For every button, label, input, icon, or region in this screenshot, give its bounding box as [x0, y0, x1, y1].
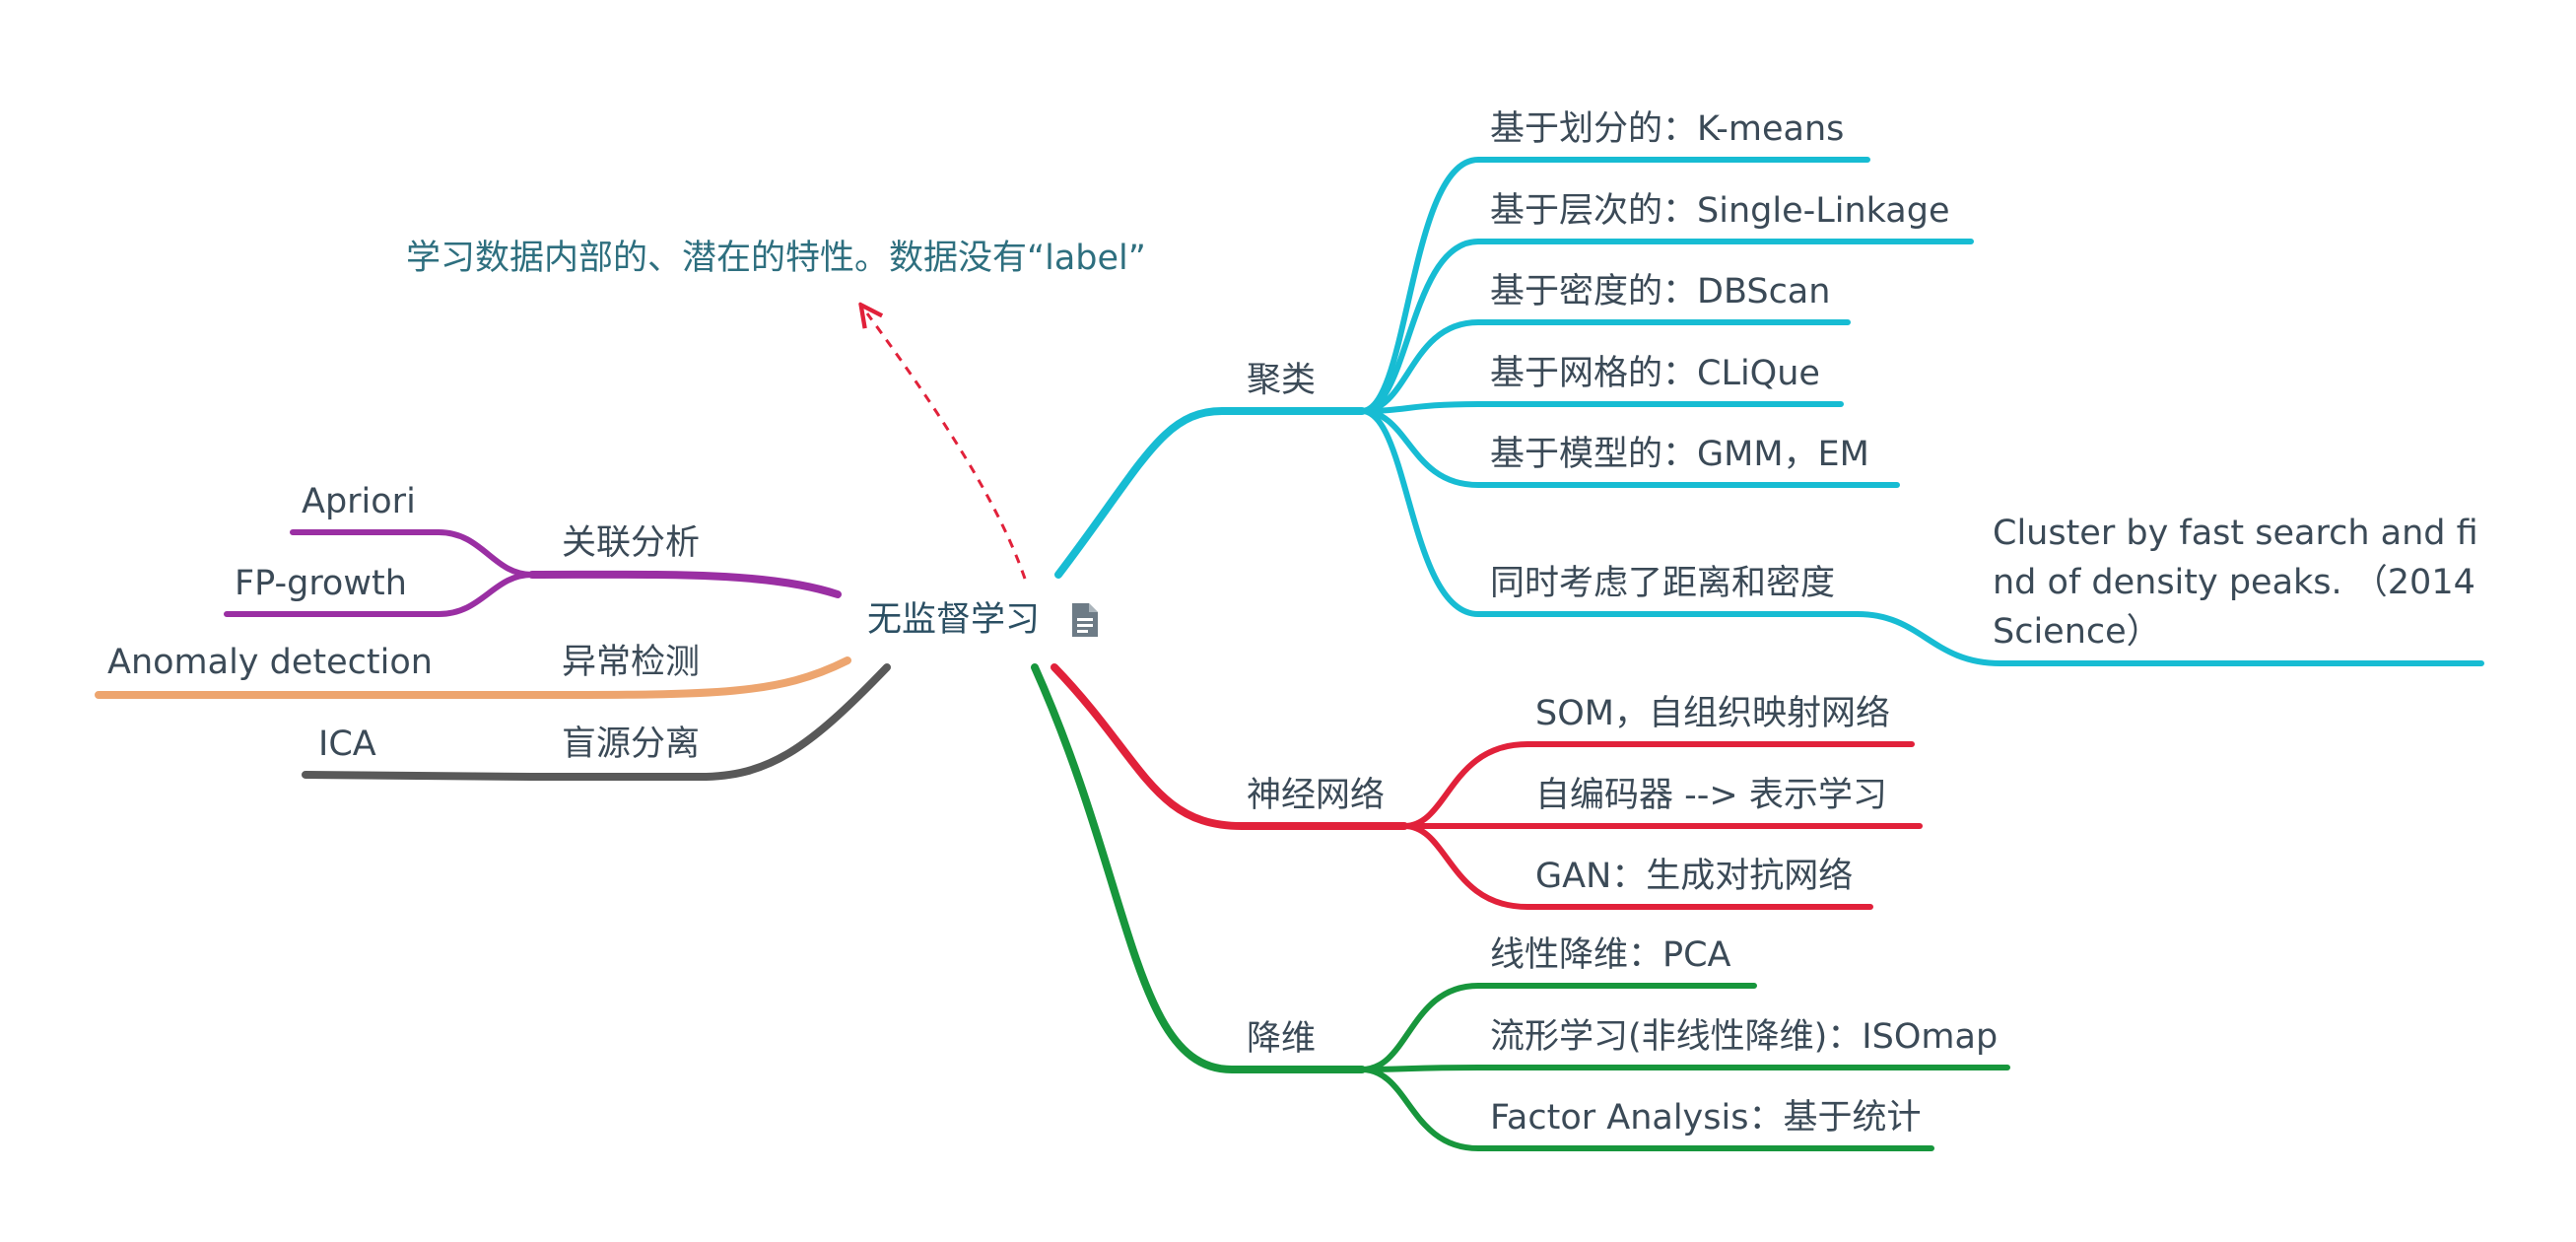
branch-neural[interactable]: 神经网络 SOM，自组织映射网络 自编码器 --> 表示学习 GAN：生成对抗网…: [1051, 663, 1923, 910]
branch-clustering[interactable]: 聚类 基于划分的：K-means 基于层次的：Single-Linkage 基于…: [1054, 109, 2484, 666]
clique-label: 基于网格的：CLiQue: [1490, 354, 1820, 393]
single-linkage-label: 基于层次的：Single-Linkage: [1490, 191, 1950, 231]
density-peaks-line-1: Cluster by fast search and fi: [1993, 514, 2478, 553]
bss-label: 盲源分离: [562, 724, 700, 764]
gan-label: GAN：生成对抗网络: [1535, 857, 1853, 896]
neural-label: 神经网络: [1247, 776, 1385, 815]
pca-label: 线性降维：PCA: [1490, 935, 1731, 975]
factor-analysis-label: Factor Analysis：基于统计: [1490, 1098, 1921, 1138]
som-label: SOM，自组织映射网络: [1535, 694, 1890, 733]
clustering-label: 聚类: [1247, 361, 1316, 400]
fp-growth-label: FP-growth: [235, 564, 407, 603]
branch-anomaly[interactable]: 异常检测 Anomaly detection: [95, 643, 851, 699]
anomaly-detection-label: Anomaly detection: [107, 643, 433, 682]
branch-association[interactable]: 关联分析 Apriori FP-growth: [224, 482, 842, 617]
distance-density-label: 同时考虑了距离和密度: [1490, 564, 1835, 603]
ica-label: ICA: [318, 724, 376, 764]
gmm-em-label: 基于模型的：GMM，EM: [1490, 435, 1869, 474]
autoencoder-label: 自编码器 --> 表示学习: [1535, 776, 1887, 815]
note-connector: [867, 313, 1027, 580]
isomap-label: 流形学习(非线性降维)：ISOmap: [1490, 1017, 1998, 1057]
dimred-label: 降维: [1247, 1019, 1316, 1059]
root-node[interactable]: 无监督学习: [867, 600, 1098, 640]
association-label: 关联分析: [562, 523, 700, 563]
dbscan-label: 基于密度的：DBScan: [1490, 272, 1830, 311]
density-peaks-line-2: nd of density peaks. （2014: [1993, 563, 2475, 602]
density-peaks-line-3: Science）: [1993, 612, 2161, 652]
document-icon[interactable]: [1072, 603, 1098, 637]
branch-bss[interactable]: 盲源分离 ICA: [302, 663, 891, 781]
note-text: 学习数据内部的、潜在的特性。数据没有“label”: [406, 239, 1146, 278]
apriori-label: Apriori: [302, 482, 416, 521]
kmeans-label: 基于划分的：K-means: [1490, 109, 1844, 149]
anomaly-label: 异常检测: [562, 643, 700, 682]
branch-dimred[interactable]: 降维 线性降维：PCA 流形学习(非线性降维)：ISOmap Factor An…: [1031, 663, 2010, 1151]
root-label: 无监督学习: [867, 600, 1040, 640]
